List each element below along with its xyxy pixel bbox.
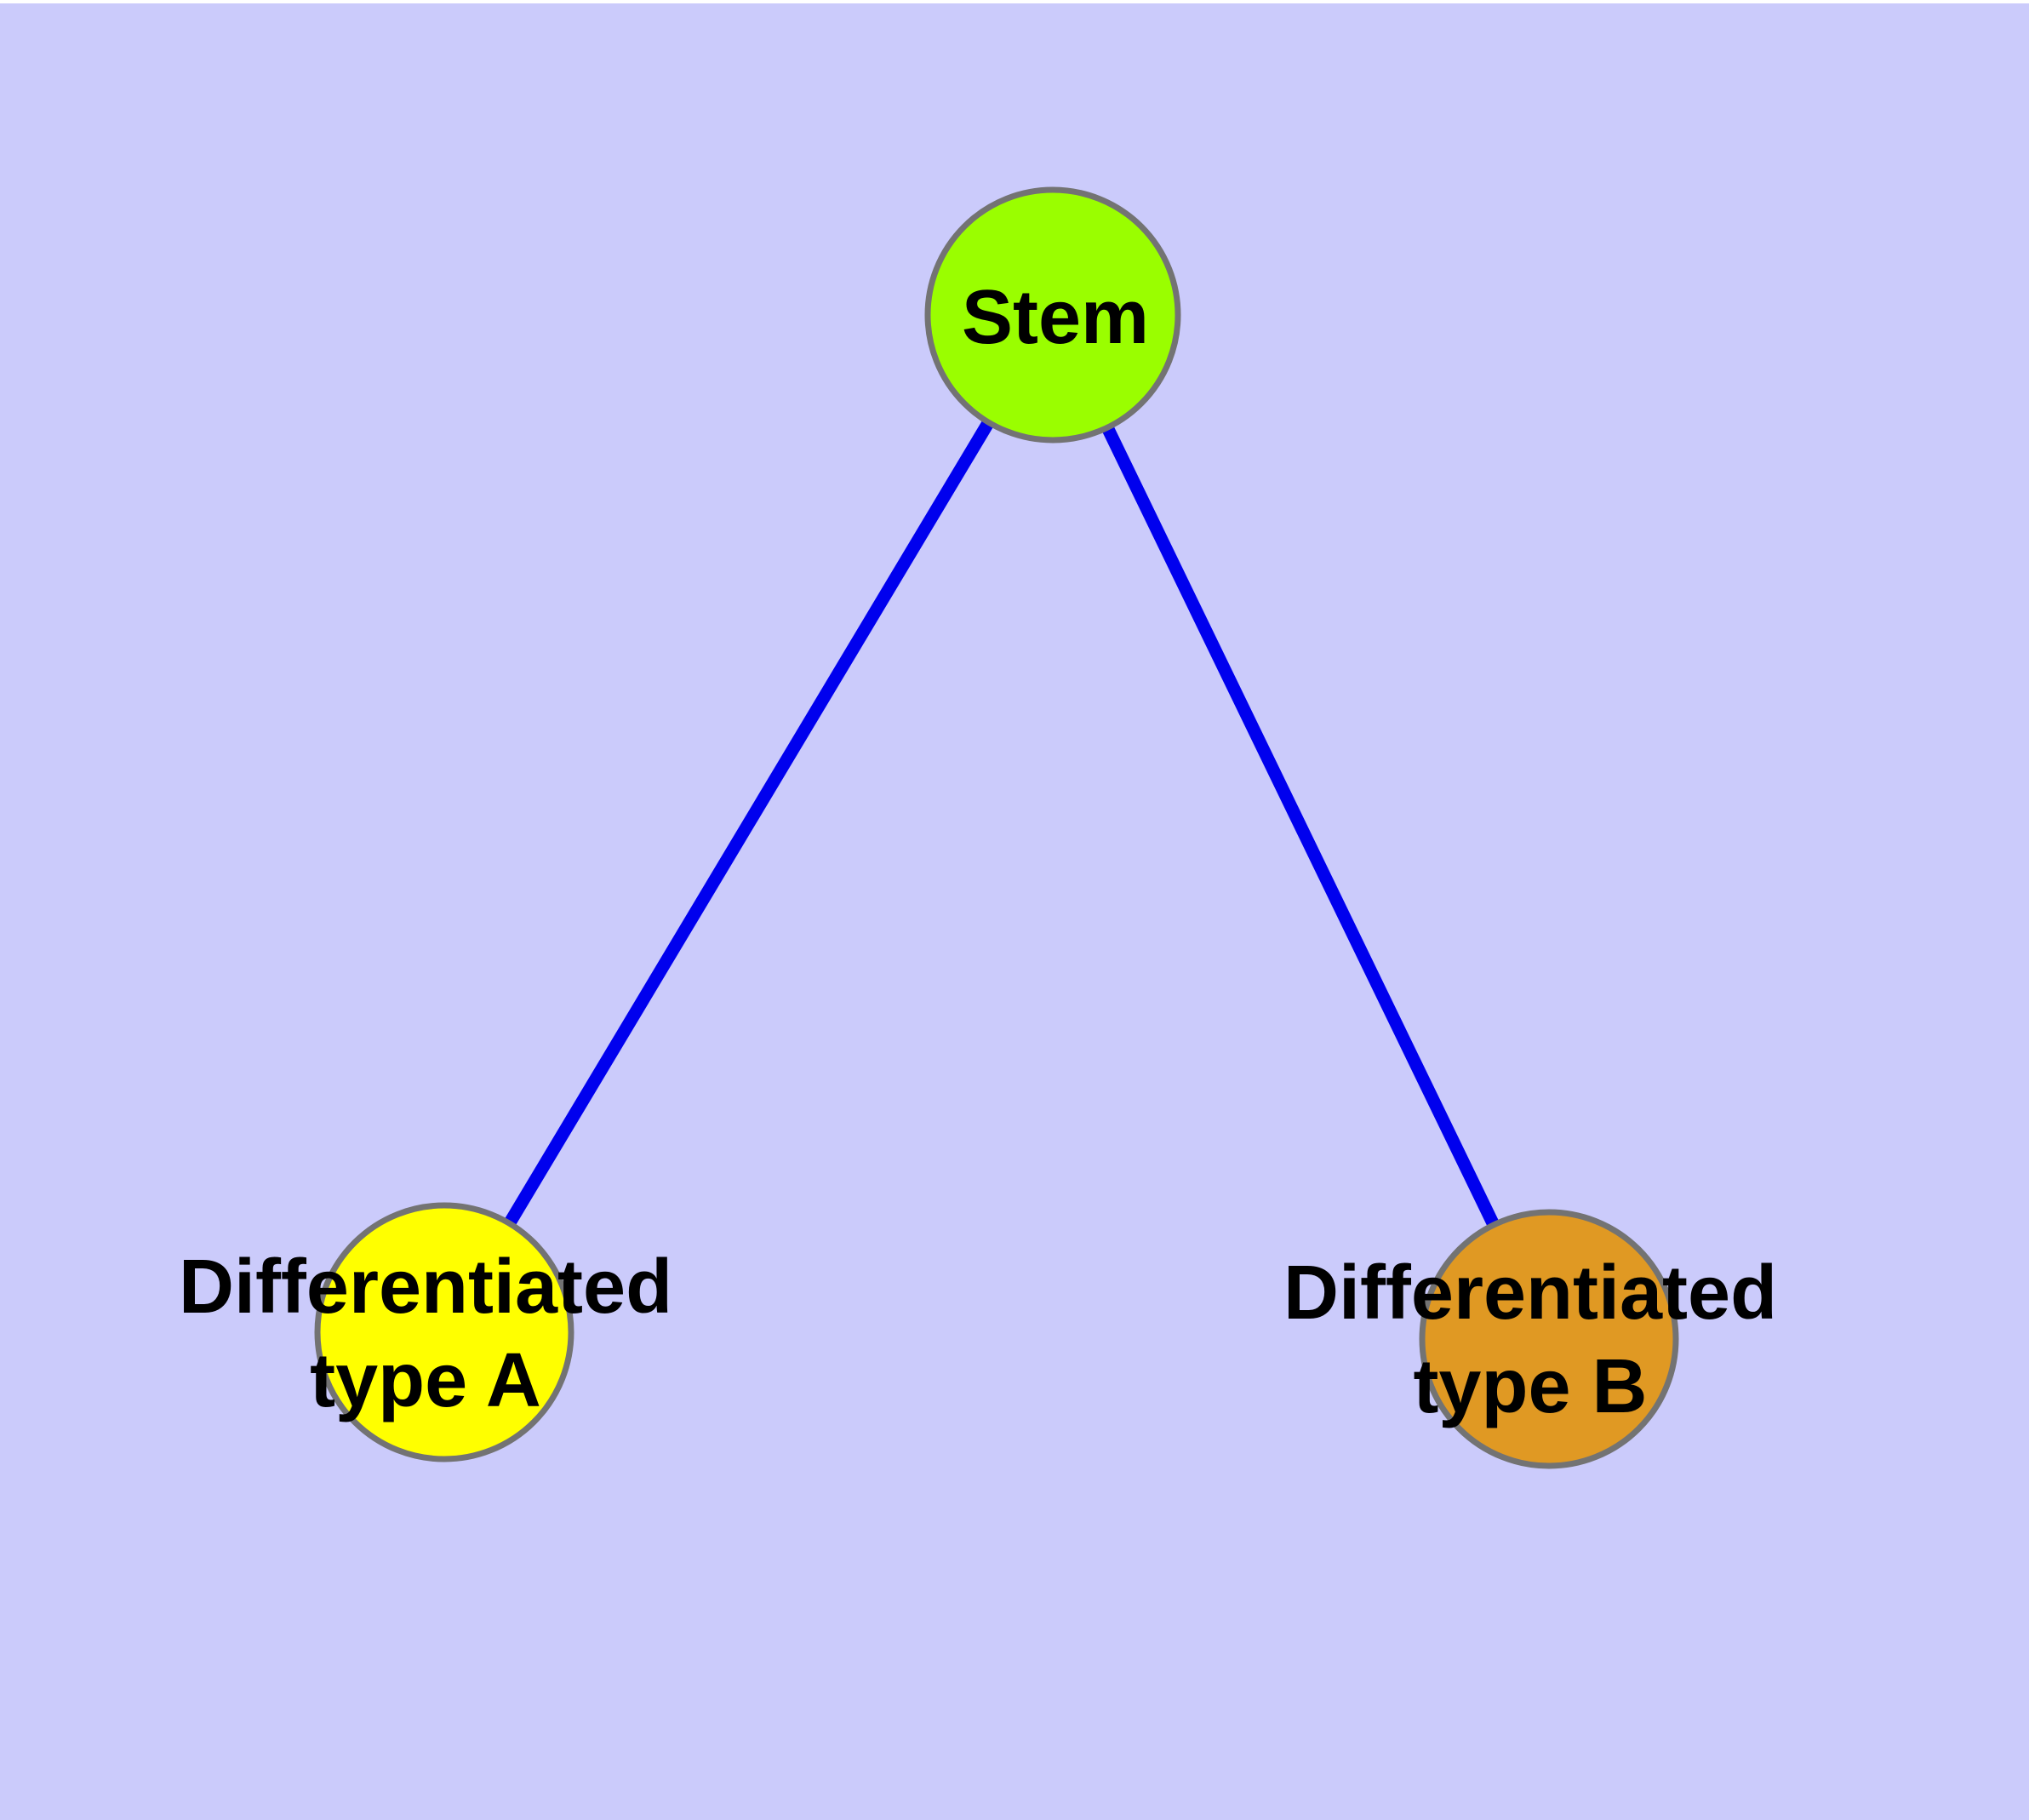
node-label-type-b-line2: type B	[1413, 1344, 1648, 1429]
node-label-type-a-line2: type A	[310, 1338, 541, 1423]
node-label-type-b-line1: Differentiated	[1283, 1251, 1778, 1336]
node-differentiated-type-a	[314, 1202, 574, 1462]
edge-stem-to-type-b	[1047, 312, 1555, 1342]
node-differentiated-type-b	[1419, 1209, 1679, 1469]
node-label-stem-line1: Stem	[961, 275, 1150, 361]
node-label-differentiated-type-a: Differentiated type A	[179, 1241, 672, 1428]
edge-stem-to-type-a	[438, 312, 1059, 1336]
node-label-type-a-line1: Differentiated	[178, 1245, 673, 1331]
node-stem	[924, 186, 1181, 444]
node-label-differentiated-type-b: Differentiated type B	[1283, 1247, 1777, 1434]
node-label-stem: Stem	[962, 272, 1149, 365]
